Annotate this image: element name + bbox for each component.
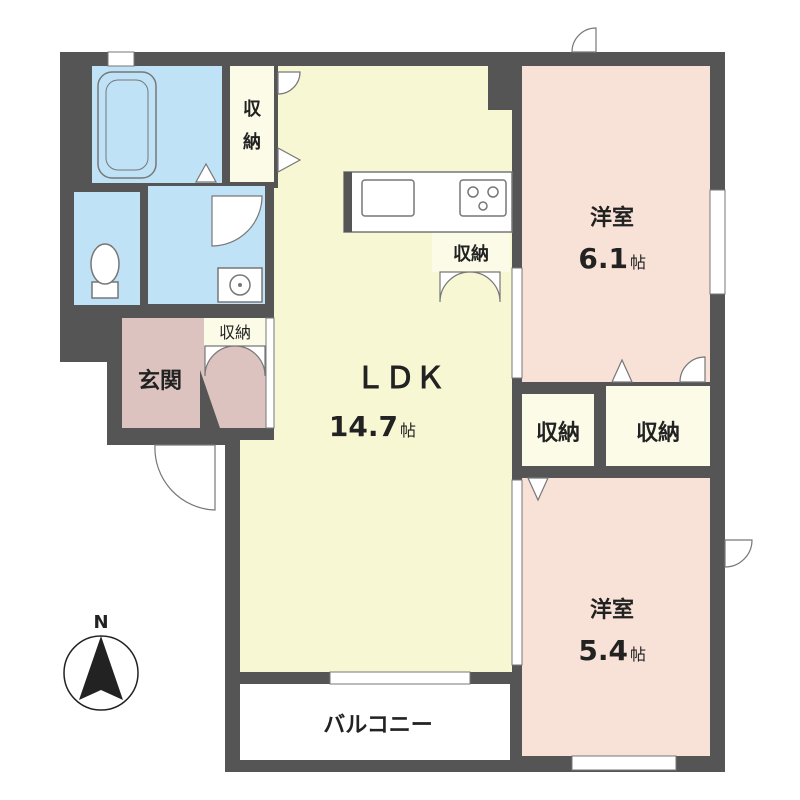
balcony-label: バルコニー — [323, 713, 433, 738]
door-balcony-room1 — [571, 27, 597, 53]
door-washroom — [211, 195, 263, 247]
compass-arrow-icon — [79, 636, 123, 700]
door-storage-kitchen-r — [469, 271, 501, 303]
storage-near-bath-label-2: 納 — [243, 131, 261, 153]
balcony-area — [240, 684, 510, 760]
svg-text:帖: 帖 — [630, 645, 646, 664]
sliding-ldk-room1 — [511, 267, 523, 379]
door-storage-near-bath — [277, 71, 301, 95]
doors — [154, 27, 753, 568]
door-western-room-1 — [679, 356, 706, 383]
svg-text:帖: 帖 — [400, 421, 416, 440]
door-right-outer — [724, 539, 753, 568]
svg-text:5.4: 5.4 — [578, 634, 628, 667]
western-room-2-name-label: 洋室 — [590, 597, 634, 623]
storage-bedroom — [606, 386, 710, 466]
svg-text:6.1: 6.1 — [578, 242, 628, 275]
svg-text:14.7: 14.7 — [329, 410, 398, 443]
window-ldk-balcony — [329, 671, 471, 685]
window-room1-right — [709, 189, 726, 295]
bathtub-icon — [97, 71, 157, 179]
window-bath — [107, 51, 135, 67]
door-storage-kitchen-l — [439, 271, 471, 303]
storage-hall-label: 収納 — [536, 420, 580, 446]
storage-entrance-label: 収納 — [219, 323, 251, 342]
ldk-size-label: 14.7 帖 — [329, 410, 416, 443]
kitchen-sink-icon — [361, 179, 415, 217]
entrance-room — [122, 318, 200, 428]
windows — [107, 51, 726, 771]
folding-markers — [194, 146, 633, 502]
sliding-ldk-room2 — [511, 479, 523, 666]
storage-entrance — [204, 318, 266, 346]
stove-icon — [459, 179, 507, 217]
storage-near-bath — [230, 66, 274, 182]
storage-kitchen-label: 収納 — [453, 243, 489, 265]
sink-icon — [217, 267, 263, 303]
storage-near-bath-label-1: 収 — [243, 99, 262, 120]
door-entrance — [154, 444, 216, 511]
sliding-entrance-hall — [265, 317, 275, 429]
western-room-1-name-label: 洋室 — [590, 205, 634, 231]
western-room-2-size-label: 5.4 帖 — [578, 634, 646, 667]
storage-kitchen — [432, 232, 510, 272]
storage-hall — [522, 394, 594, 466]
storage-bedroom-label: 収納 — [636, 420, 680, 446]
toilet-icon — [90, 243, 120, 299]
ldk-name-label: ＬＤＫ — [355, 361, 445, 396]
door-storage-entrance-l — [204, 345, 236, 377]
window-room2-bottom — [571, 755, 677, 771]
svg-text:帖: 帖 — [630, 253, 646, 272]
compass: N — [63, 612, 139, 711]
compass-label: N — [93, 612, 108, 633]
door-storage-entrance-r — [234, 345, 266, 377]
western-room-2 — [522, 478, 710, 756]
kitchen-counter — [343, 171, 513, 233]
entrance-label: 玄関 — [138, 368, 182, 394]
western-room-1-size-label: 6.1 帖 — [578, 242, 646, 275]
western-room-1 — [522, 66, 710, 382]
